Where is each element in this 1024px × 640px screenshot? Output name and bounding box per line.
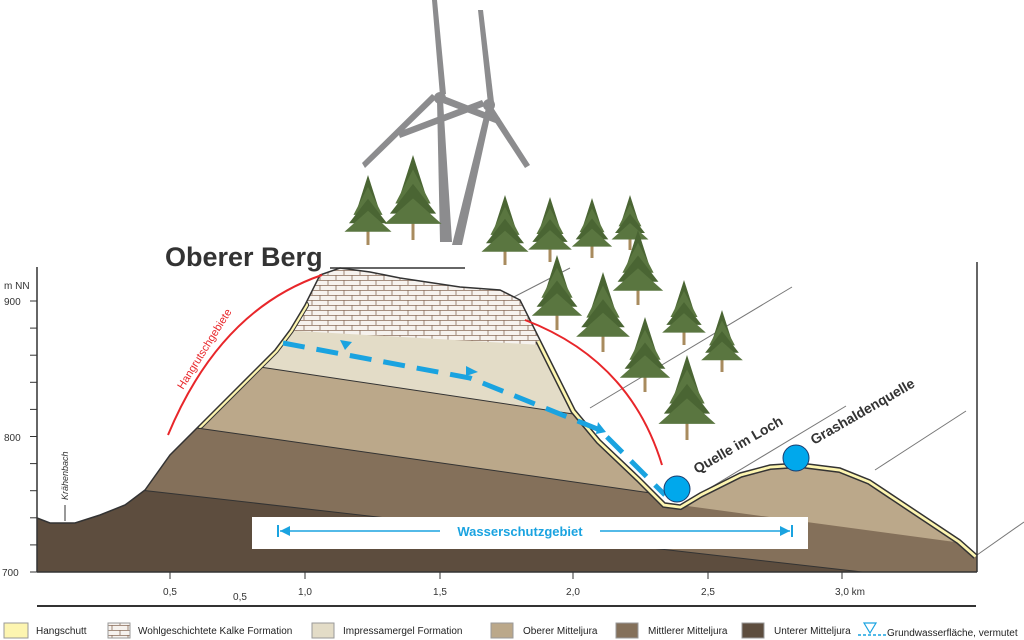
wind-turbine-icon xyxy=(362,0,530,245)
x-tick-label: 1,0 xyxy=(298,587,312,598)
y-tick-label: 900 xyxy=(4,297,21,308)
x-tick-label: 0,5 xyxy=(233,592,247,603)
tree-icon xyxy=(612,230,664,305)
x-tick-label: 0,5 xyxy=(163,587,177,598)
legend-label: Mittlerer Mitteljura xyxy=(648,626,728,637)
landslide-arc-right xyxy=(524,319,663,466)
x-tick-label: 1,5 xyxy=(433,587,447,598)
protection-zone-box xyxy=(252,517,808,549)
tree-icon xyxy=(384,155,442,240)
tree-icon xyxy=(611,195,649,250)
tree-icon xyxy=(619,317,671,392)
protection-zone-label: Wasserschutzgebiet xyxy=(457,524,583,539)
tree-icon xyxy=(481,195,529,265)
axes xyxy=(36,262,978,607)
tree-icon xyxy=(528,197,572,262)
y-tick-label: 800 xyxy=(4,433,21,444)
spring-icon xyxy=(663,475,691,503)
y-axis-unit: m NN xyxy=(4,281,30,292)
tree-icon xyxy=(662,280,706,345)
legend-label: Hangschutt xyxy=(36,626,87,637)
tree-icon xyxy=(531,255,583,330)
legend-label: Grundwasserfläche, vermutet xyxy=(887,628,1018,639)
groundwater-marker-icon xyxy=(340,340,352,350)
groundwater-marker-icon xyxy=(466,366,478,376)
groundwater-legend-icon xyxy=(862,622,878,635)
legend-label: Wohlgeschichtete Kalke Formation xyxy=(138,626,292,637)
tree-icon xyxy=(576,272,630,352)
legend-label: Impressamergel Formation xyxy=(343,626,462,637)
trees xyxy=(344,155,743,440)
tree-icon xyxy=(701,310,743,372)
spring-icon xyxy=(782,444,810,472)
stream-label: Krähenbach xyxy=(60,451,70,500)
landslide-arc-left xyxy=(167,274,323,436)
tree-icon xyxy=(571,198,613,258)
legend: Hangschutt Wohlgeschichtete Kalke Format… xyxy=(3,622,1018,639)
legend-label: Unterer Mitteljura xyxy=(774,626,851,637)
x-tick-label: 3,0 km xyxy=(835,587,865,598)
groundwater-marker-icon xyxy=(596,422,606,434)
groundwater-line xyxy=(282,340,667,497)
tree-icon xyxy=(344,175,392,245)
y-tick-label: 700 xyxy=(2,568,19,579)
x-tick-label: 2,5 xyxy=(701,587,715,598)
legend-label: Oberer Mitteljura xyxy=(523,626,598,637)
page-title: Oberer Berg xyxy=(165,242,323,272)
spring-label-grashaldenquelle: Grashaldenquelle xyxy=(808,375,918,448)
tree-icon xyxy=(658,355,716,440)
x-tick-label: 2,0 xyxy=(566,587,580,598)
landslide-label: Hangrutschgebiete xyxy=(175,307,234,392)
